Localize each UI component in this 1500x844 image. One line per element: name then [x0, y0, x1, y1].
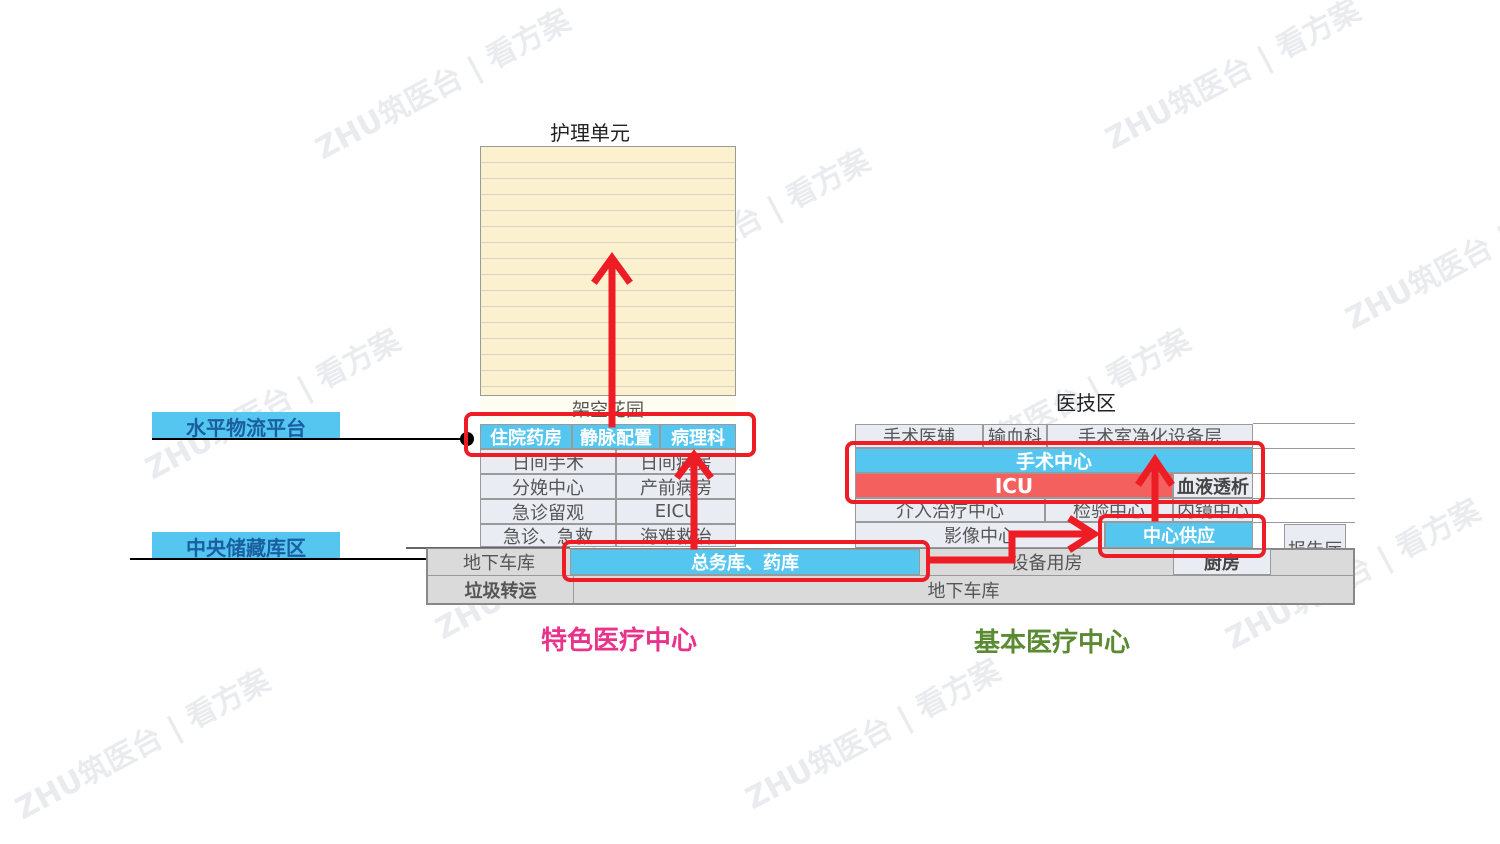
iv-admixture: 静脉配置 [572, 424, 660, 449]
arrow-to-central-supply [926, 530, 1089, 564]
highlight-frame-central-supply [1098, 514, 1266, 558]
pathology: 病理科 [660, 424, 736, 449]
nursing-unit-heading: 护理单元 [550, 121, 630, 145]
inpatient-pharmacy: 住院药房 [480, 424, 572, 449]
surgery-center: 手术中心 [855, 448, 1253, 473]
garage-left: 地下车库 [428, 549, 570, 575]
horizontal-logistics-tag: 水平物流平台 [152, 412, 340, 440]
basic-medical-center-caption: 基本医疗中心 [974, 628, 1131, 658]
logistics-line [152, 438, 468, 440]
nursing-tower [480, 146, 736, 396]
right-extension-line [1253, 473, 1355, 474]
arrow-to-central-supply-head [1067, 515, 1101, 553]
right-extension-line [1253, 423, 1355, 424]
right-extension-line [1253, 448, 1355, 449]
central-supply: 中心供应 [1105, 522, 1253, 548]
equipment-room: 设备用房 [920, 549, 1173, 575]
basement-divider [428, 575, 1353, 576]
arrow-storage-up-head [674, 449, 714, 480]
icu: ICU [855, 473, 1173, 498]
highlight-frame-surgery-icu [845, 441, 1265, 504]
central-storage-tag: 中央储藏库区 [152, 532, 340, 560]
emergency-observation: 急诊留观 [480, 499, 616, 524]
delivery-center: 分娩中心 [480, 474, 616, 499]
storage-line [130, 558, 542, 560]
prenatal-ward: 产前病房 [616, 474, 736, 499]
right-extension-line [1253, 498, 1355, 499]
eicu: EICU [616, 499, 736, 524]
arrow-to-nursing-unit-head [591, 252, 633, 285]
dialysis: 血液透析 [1173, 473, 1253, 498]
arrow-to-surgery-head [1135, 453, 1175, 487]
medical-tech-zone-heading: 医技区 [1056, 391, 1116, 415]
general-storage-pharmacy: 总务库、药库 [570, 549, 920, 575]
special-medical-center-caption: 特色医疗中心 [541, 626, 698, 656]
garbage-transfer: 垃圾转运 [428, 576, 574, 603]
kitchen: 厨房 [1173, 549, 1271, 575]
right-extension-line [1253, 522, 1355, 523]
